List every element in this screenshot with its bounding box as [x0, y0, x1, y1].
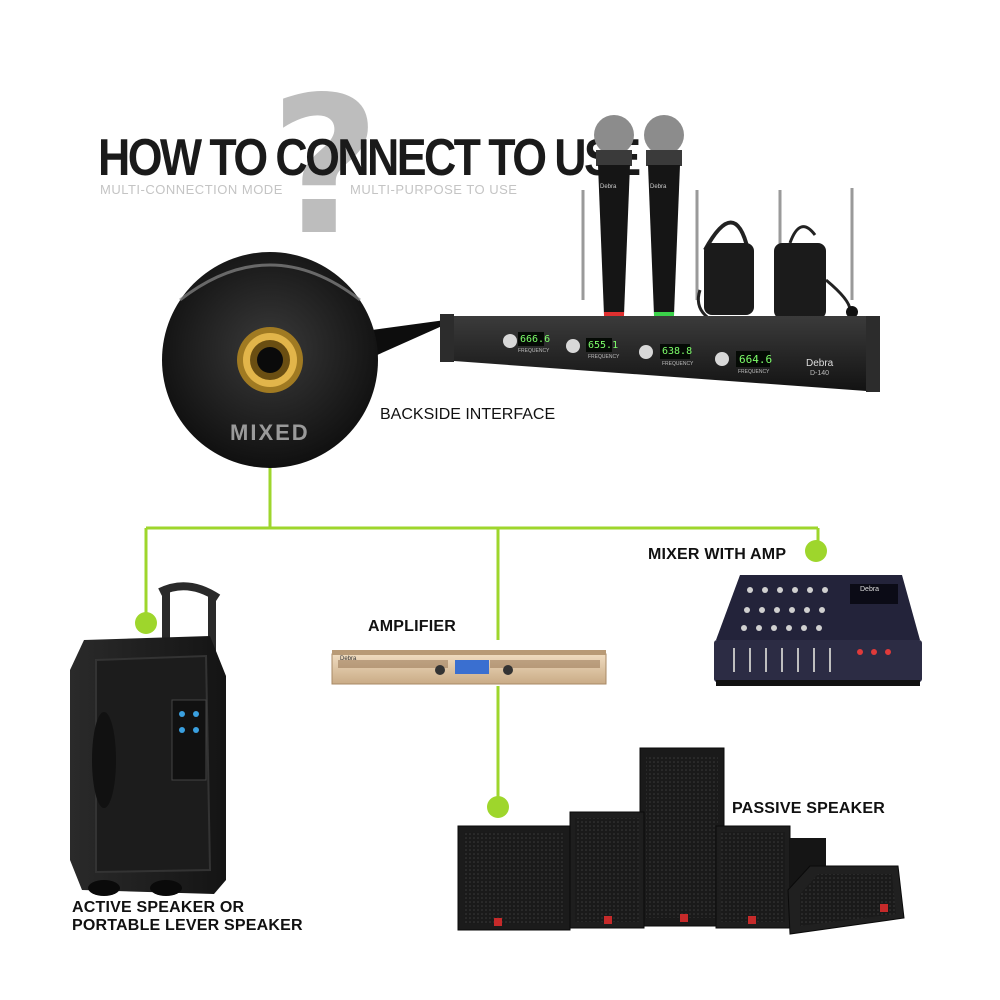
wireless-receiver: [440, 115, 880, 392]
frequency-display-3: 638.8: [662, 346, 693, 357]
frequency-display-2: 655.1: [588, 340, 619, 351]
amplifier-label: AMPLIFIER: [368, 618, 457, 635]
passive-speaker-group: [457, 747, 905, 935]
passive-speaker-label: PASSIVE SPEAKER: [732, 800, 885, 817]
jack-callout: [162, 252, 460, 468]
active-speaker: [70, 582, 226, 896]
channel-label-4: FREQUENCY: [738, 369, 770, 375]
connector-dot-active: [135, 612, 157, 634]
jack-label: MIXED: [230, 420, 310, 445]
mic-brand-1: Debra: [600, 184, 617, 190]
backside-interface-label: BACKSIDE INTERFACE: [380, 406, 556, 423]
mixer-brand: Debra: [860, 586, 880, 593]
active-speaker-label-line1: ACTIVE SPEAKER OR: [72, 899, 245, 916]
channel-label-3: FREQUENCY: [662, 361, 694, 367]
receiver-brand: Debra: [806, 358, 834, 369]
connector-dot-mixer: [805, 540, 827, 562]
frequency-display-1: 666.6: [520, 334, 551, 345]
active-speaker-label-line2: PORTABLE LEVER SPEAKER: [72, 917, 303, 934]
page-title: HOW TO CONNECT TO USE: [98, 129, 641, 187]
amp-brand: Debra: [340, 656, 357, 662]
receiver-model: D-140: [810, 370, 830, 377]
channel-label-1: FREQUENCY: [518, 348, 550, 354]
mixer-console: [714, 575, 922, 686]
amplifier-unit: [331, 650, 607, 685]
question-mark-graphic: ?: [270, 56, 381, 277]
subtitle-left: MULTI-CONNECTION MODE: [100, 182, 283, 197]
connector-dot-passive: [487, 796, 509, 818]
subtitle-right: MULTI-PURPOSE TO USE: [350, 182, 518, 197]
frequency-display-4: 664.6: [739, 353, 773, 366]
mixer-with-amp-label: MIXER WITH AMP: [648, 546, 787, 563]
channel-label-2: FREQUENCY: [588, 354, 620, 360]
mic-brand-2: Debra: [650, 184, 667, 190]
